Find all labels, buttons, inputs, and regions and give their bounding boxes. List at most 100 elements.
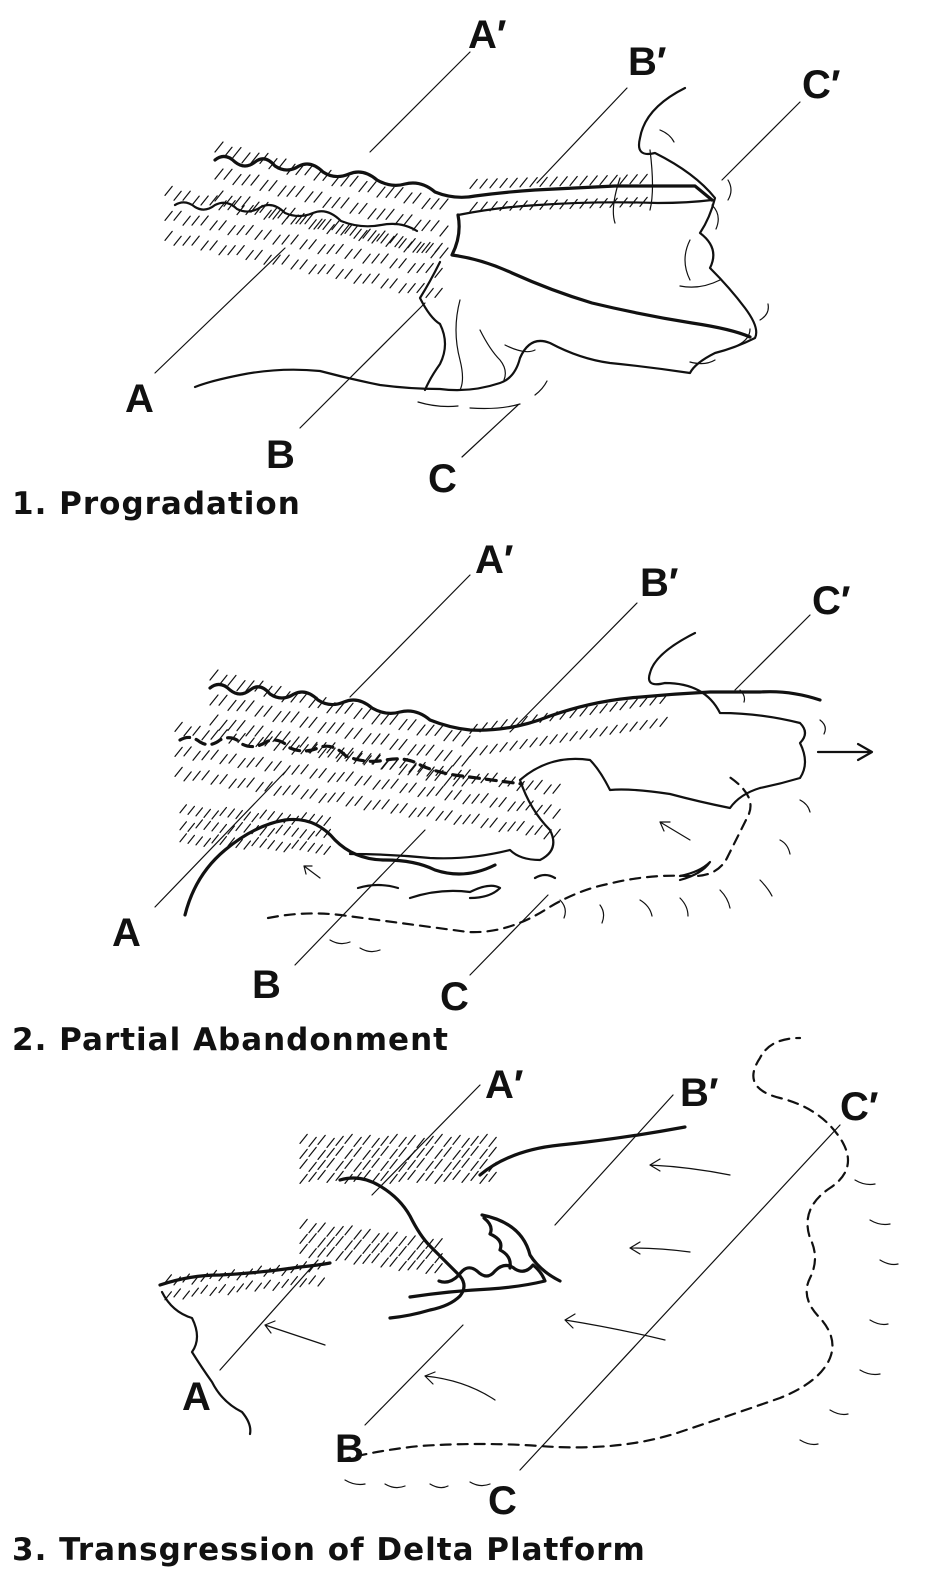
hatch-mark xyxy=(238,734,245,743)
hatch-mark xyxy=(220,775,227,784)
hatch-mark xyxy=(165,186,172,195)
hatch-mark xyxy=(490,818,497,827)
hatch-mark xyxy=(201,196,208,205)
hatch-mark xyxy=(354,1137,361,1146)
hatch-mark xyxy=(220,807,226,815)
hatch-mark xyxy=(318,265,325,274)
hatch-mark xyxy=(453,731,461,741)
hatch-mark xyxy=(301,790,308,799)
hatch-mark xyxy=(426,745,434,755)
hatch-mark xyxy=(336,1161,343,1170)
hatch-mark xyxy=(381,1258,388,1267)
panel-1-leader-b xyxy=(300,303,425,428)
panel-2-wave-crests xyxy=(330,690,825,952)
panel-1-progradation: A A′ B B′ C C′ 1. Progradation xyxy=(12,13,840,522)
hatch-mark xyxy=(300,240,307,249)
hatch-mark xyxy=(292,840,298,848)
hatch-mark xyxy=(202,731,209,740)
hatch-mark xyxy=(372,1148,379,1157)
hatch-mark xyxy=(630,175,637,184)
hatch-mark xyxy=(204,838,210,846)
hatch-mark xyxy=(372,274,379,283)
hatch-mark xyxy=(526,781,533,790)
hatch-mark xyxy=(445,811,452,820)
hatch-mark xyxy=(237,701,245,711)
panel-2-active-lobe xyxy=(350,633,805,860)
hatch-mark xyxy=(276,842,282,850)
hatch-mark xyxy=(417,745,425,755)
hatch-mark xyxy=(318,1238,325,1247)
hatch-mark xyxy=(211,750,218,759)
hatch-mark xyxy=(453,1170,460,1179)
hatch-mark xyxy=(444,1172,451,1181)
hatch-mark xyxy=(246,1281,252,1289)
hatch-mark xyxy=(228,700,236,710)
hatch-mark xyxy=(399,720,407,730)
hatch-mark xyxy=(377,209,385,219)
panel-2-leader-b xyxy=(295,830,425,965)
hatch-mark xyxy=(336,224,343,233)
hatch-mark xyxy=(363,734,371,744)
panel-3-label-b-prime: B′ xyxy=(680,1071,718,1115)
hatch-mark xyxy=(327,1138,334,1147)
panel-1-secondary-channel xyxy=(175,202,417,231)
panel-2-label-a: A xyxy=(112,911,141,955)
hatch-mark xyxy=(183,236,190,245)
hatch-mark xyxy=(444,1137,451,1146)
hatch-mark xyxy=(174,191,181,200)
hatch-mark xyxy=(174,211,181,220)
hatch-mark xyxy=(453,756,461,766)
hatch-mark xyxy=(256,782,263,791)
panel-2-coast-dashed xyxy=(268,776,751,932)
panel-2-arrow-sw xyxy=(304,822,690,878)
hatch-mark xyxy=(359,203,367,213)
panel-1-label-a-prime: A′ xyxy=(468,13,506,57)
hatch-mark xyxy=(188,835,194,843)
hatch-mark xyxy=(590,176,597,185)
hatch-mark xyxy=(282,712,290,722)
hatch-mark xyxy=(390,234,397,243)
hatch-mark xyxy=(400,784,407,793)
hatch-mark xyxy=(354,1255,361,1264)
hatch-mark xyxy=(301,765,308,774)
hatch-mark xyxy=(252,814,258,822)
panel-2-label-b: B xyxy=(252,963,281,1007)
hatch-mark xyxy=(273,712,281,722)
hatch-mark xyxy=(390,279,397,288)
hatch-mark xyxy=(196,837,202,845)
hatch-mark xyxy=(390,1159,397,1168)
hatch-mark xyxy=(363,274,370,283)
hatch-mark xyxy=(517,821,524,830)
hatch-mark xyxy=(560,177,567,186)
hatch-mark xyxy=(440,248,448,258)
hatch-mark xyxy=(242,197,250,207)
hatch-mark xyxy=(237,226,244,235)
hatch-mark xyxy=(318,1160,325,1169)
hatch-mark xyxy=(346,772,353,781)
hatch-mark xyxy=(372,254,379,263)
hatch-mark xyxy=(418,788,425,797)
hatch-mark xyxy=(180,834,186,842)
panel-2-label-c-prime: C′ xyxy=(812,579,850,623)
hatch-mark xyxy=(246,250,253,259)
hatch-mark xyxy=(454,815,461,824)
hatch-mark xyxy=(251,175,259,185)
hatch-mark xyxy=(386,236,394,246)
hatch-mark xyxy=(336,1136,343,1145)
hatch-mark xyxy=(499,798,506,807)
hatch-mark xyxy=(310,769,317,778)
hatch-mark xyxy=(210,670,218,680)
hatch-mark xyxy=(215,142,223,152)
panel-2-main-channel xyxy=(210,684,820,730)
hatch-mark xyxy=(273,235,280,244)
hatch-mark xyxy=(220,824,226,832)
hatch-mark xyxy=(499,823,506,832)
hatch-mark xyxy=(489,1172,496,1181)
panel-3-barrier-2 xyxy=(410,1265,545,1297)
hatch-mark xyxy=(435,1174,442,1183)
hatch-mark xyxy=(470,179,477,188)
hatch-mark xyxy=(530,738,537,747)
hatch-mark xyxy=(490,744,497,753)
hatch-mark xyxy=(274,786,281,795)
hatch-mark xyxy=(510,741,517,750)
